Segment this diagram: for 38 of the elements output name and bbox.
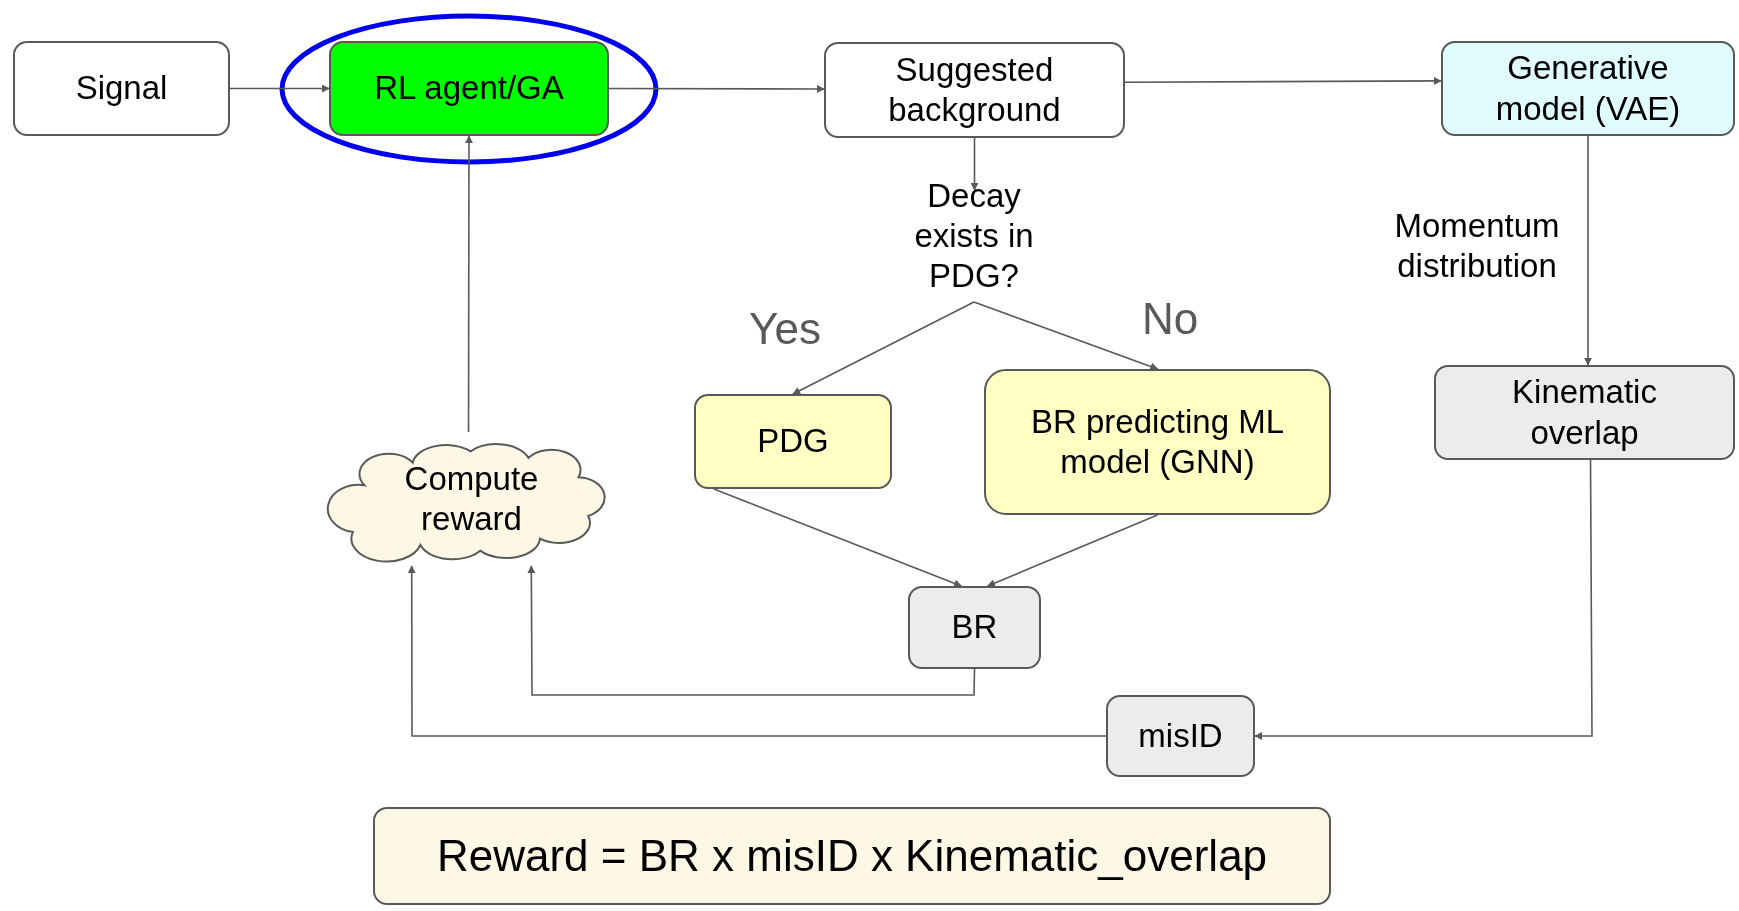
arrow (608, 85, 825, 93)
process-box (1434, 365, 1735, 460)
node-label: Compute reward (403, 458, 540, 539)
arrow (987, 514, 1159, 587)
process-box (824, 42, 1125, 138)
node-label: Kinematic overlap (1511, 372, 1658, 453)
edge-label: Yes (749, 303, 821, 356)
arrow (713, 488, 962, 588)
question-text: Decay exists in PDG? (913, 175, 1035, 297)
arrow (973, 301, 1159, 371)
process-box (984, 369, 1331, 515)
process-box (694, 394, 892, 489)
node-label: Suggested background (887, 49, 1062, 130)
formula-box (373, 807, 1331, 905)
node-label: RL agent/GA (374, 68, 564, 109)
node-label: BR (951, 607, 998, 648)
edge-label: Momentum distribution (1393, 205, 1561, 286)
model-box (1441, 41, 1735, 136)
arrow (229, 84, 330, 93)
arrow (527, 565, 976, 696)
agent-box (329, 41, 609, 136)
arrow (465, 135, 473, 433)
process-box (13, 41, 230, 136)
arrow (1584, 135, 1592, 366)
node-label: BR predicting ML model (GNN) (1029, 401, 1286, 482)
arrow (792, 301, 975, 395)
process-box (1106, 695, 1255, 777)
edge-label: No (1141, 293, 1199, 346)
node-label: Signal (75, 68, 168, 109)
node-label: Generative model (VAE) (1494, 48, 1682, 129)
arrow (1124, 76, 1442, 85)
arrow (970, 137, 979, 191)
arrow (407, 565, 1107, 737)
process-box (908, 586, 1041, 669)
arrow (1254, 459, 1593, 740)
node-label: Reward = BR x misID x Kinematic_overlap (436, 830, 1268, 883)
node-label: PDG (757, 421, 829, 462)
node-label: misID (1138, 715, 1223, 756)
